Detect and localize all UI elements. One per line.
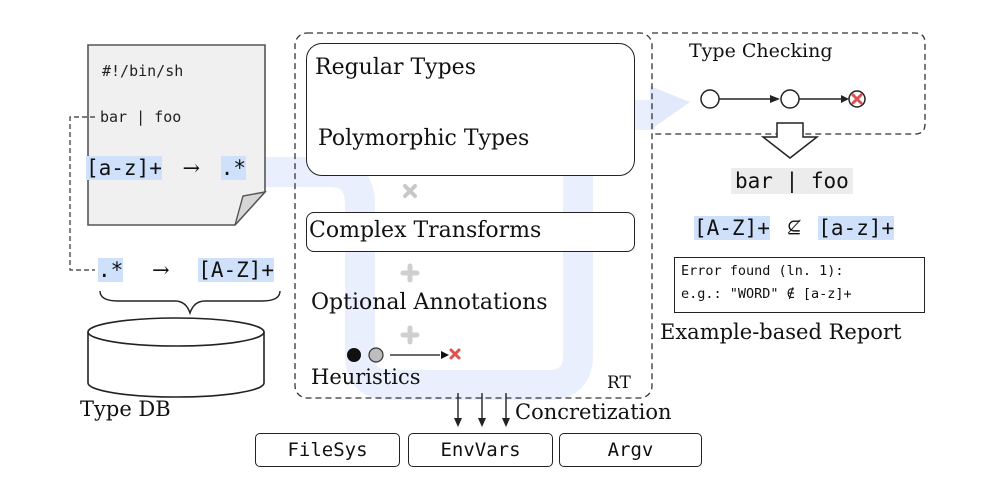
envvars-target: EnvVars bbox=[408, 433, 553, 467]
report-arrow bbox=[760, 122, 820, 159]
db-mapping-left: .* bbox=[98, 258, 124, 282]
result-relation: [A-Z]+ ⊈ [a-z]+ bbox=[694, 216, 895, 240]
report-box bbox=[674, 257, 925, 313]
db-mapping: .* → [A-Z]+ bbox=[98, 258, 275, 282]
mapping-brace bbox=[99, 290, 281, 316]
heuristics-label: Heuristics bbox=[311, 365, 421, 389]
not-subset-icon: ⊈ bbox=[786, 217, 802, 238]
plus-icon-2 bbox=[400, 325, 420, 345]
arrow-icon: → bbox=[182, 156, 201, 180]
rt-label: RT bbox=[607, 373, 631, 393]
polymorphic-types-label: Polymorphic Types bbox=[318, 126, 530, 151]
concretization-label: Concretization bbox=[515, 400, 672, 424]
arrow-icon: → bbox=[151, 258, 170, 282]
result-command: bar | foo bbox=[731, 168, 853, 194]
script-document-fold bbox=[234, 190, 267, 226]
flow-band bbox=[262, 100, 655, 400]
script-type-right: .* bbox=[220, 156, 247, 180]
times-icon bbox=[403, 184, 417, 198]
flow-arrowhead bbox=[650, 86, 690, 130]
argv-target: Argv bbox=[559, 433, 702, 467]
types-box bbox=[306, 43, 635, 176]
rt-region bbox=[294, 32, 653, 399]
script-type-left: [a-z]+ bbox=[86, 156, 162, 180]
concretization-arrows bbox=[457, 393, 507, 420]
complex-transforms-label: Complex Transforms bbox=[309, 218, 542, 243]
type-checking-region bbox=[652, 32, 926, 135]
filesys-target: FileSys bbox=[255, 433, 400, 467]
report-line-2: e.g.: "WORD" ∉ [a-z]+ bbox=[681, 286, 852, 302]
database-cylinder bbox=[87, 317, 265, 398]
result-left: [A-Z]+ bbox=[694, 216, 770, 240]
result-right: [a-z]+ bbox=[818, 216, 895, 240]
complex-transforms-box bbox=[306, 212, 635, 252]
db-label: Type DB bbox=[80, 397, 171, 421]
db-mapping-right: [A-Z]+ bbox=[198, 258, 275, 282]
plus-icon-1 bbox=[400, 263, 420, 283]
script-type-signature: [a-z]+ → .* bbox=[86, 156, 247, 180]
regular-types-label: Regular Types bbox=[315, 55, 476, 80]
optional-annotations-label: Optional Annotations bbox=[311, 290, 548, 315]
report-line-1: Error found (ln. 1): bbox=[681, 263, 844, 279]
type-checking-title: Type Checking bbox=[689, 40, 833, 62]
report-caption: Example-based Report bbox=[660, 320, 902, 344]
script-command: bar | foo bbox=[100, 108, 182, 126]
script-db-connector bbox=[69, 116, 95, 271]
heuristics-automaton bbox=[347, 347, 461, 363]
type-checking-automaton bbox=[700, 89, 866, 109]
script-shebang: #!/bin/sh bbox=[102, 62, 184, 80]
